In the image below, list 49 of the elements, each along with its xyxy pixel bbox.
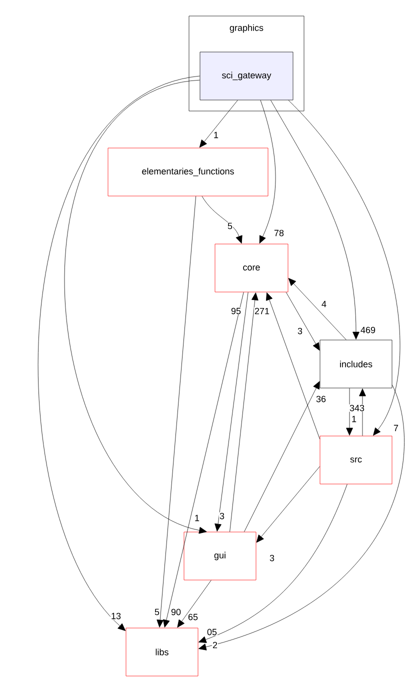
arrow <box>259 100 276 244</box>
edge-label: 3 <box>219 512 225 520</box>
edge-label: 5 <box>154 608 160 616</box>
arrow <box>214 292 248 532</box>
folder-box: sci_gateway <box>200 52 294 100</box>
edge-label: 78 <box>274 229 284 237</box>
edge-label: 65 <box>188 613 198 621</box>
arrow <box>162 292 244 628</box>
arrow <box>230 292 258 532</box>
folder-box: includes <box>320 340 392 388</box>
edge-label: 1 <box>351 415 357 423</box>
arrow <box>286 292 320 351</box>
folder-box: libs <box>126 628 198 676</box>
edge-label: 36 <box>316 395 326 403</box>
edge-label: 95 <box>230 307 242 315</box>
arrow <box>198 384 404 650</box>
edge-label: 4 <box>321 300 327 308</box>
arrow <box>256 466 320 543</box>
arrow <box>177 580 212 628</box>
edge-label: 90 <box>170 608 182 616</box>
folder-box: elementaries_functions <box>108 148 268 196</box>
edge-label: 271 <box>254 307 270 315</box>
edge-label: 1 <box>194 514 200 522</box>
arrow <box>359 388 366 436</box>
arrow <box>346 388 353 436</box>
edge-label: 3 <box>297 327 303 335</box>
arrow <box>198 484 348 643</box>
arrow <box>38 76 200 631</box>
edge-label: 3 <box>269 554 275 562</box>
folder-box: gui <box>184 532 256 580</box>
arrow <box>288 278 346 340</box>
arrow <box>64 80 207 534</box>
arrow <box>266 292 320 440</box>
arrow <box>244 381 320 532</box>
arrow <box>199 100 238 148</box>
arrow <box>156 196 196 628</box>
edge-label: 1 <box>213 131 219 139</box>
edge-label: 2 <box>212 641 218 649</box>
edge-label: 05 <box>206 628 218 636</box>
folder-box: core <box>214 244 288 292</box>
edge-label: 13 <box>110 612 122 620</box>
edge-label: 469 <box>360 326 376 334</box>
arrow <box>270 100 360 340</box>
folder-box: src <box>320 436 392 484</box>
edge-label: 5 <box>227 222 233 230</box>
arrow <box>288 100 400 436</box>
edge-label: 343 <box>349 404 365 412</box>
edge-label: 7 <box>393 424 399 432</box>
arrow <box>202 196 242 244</box>
